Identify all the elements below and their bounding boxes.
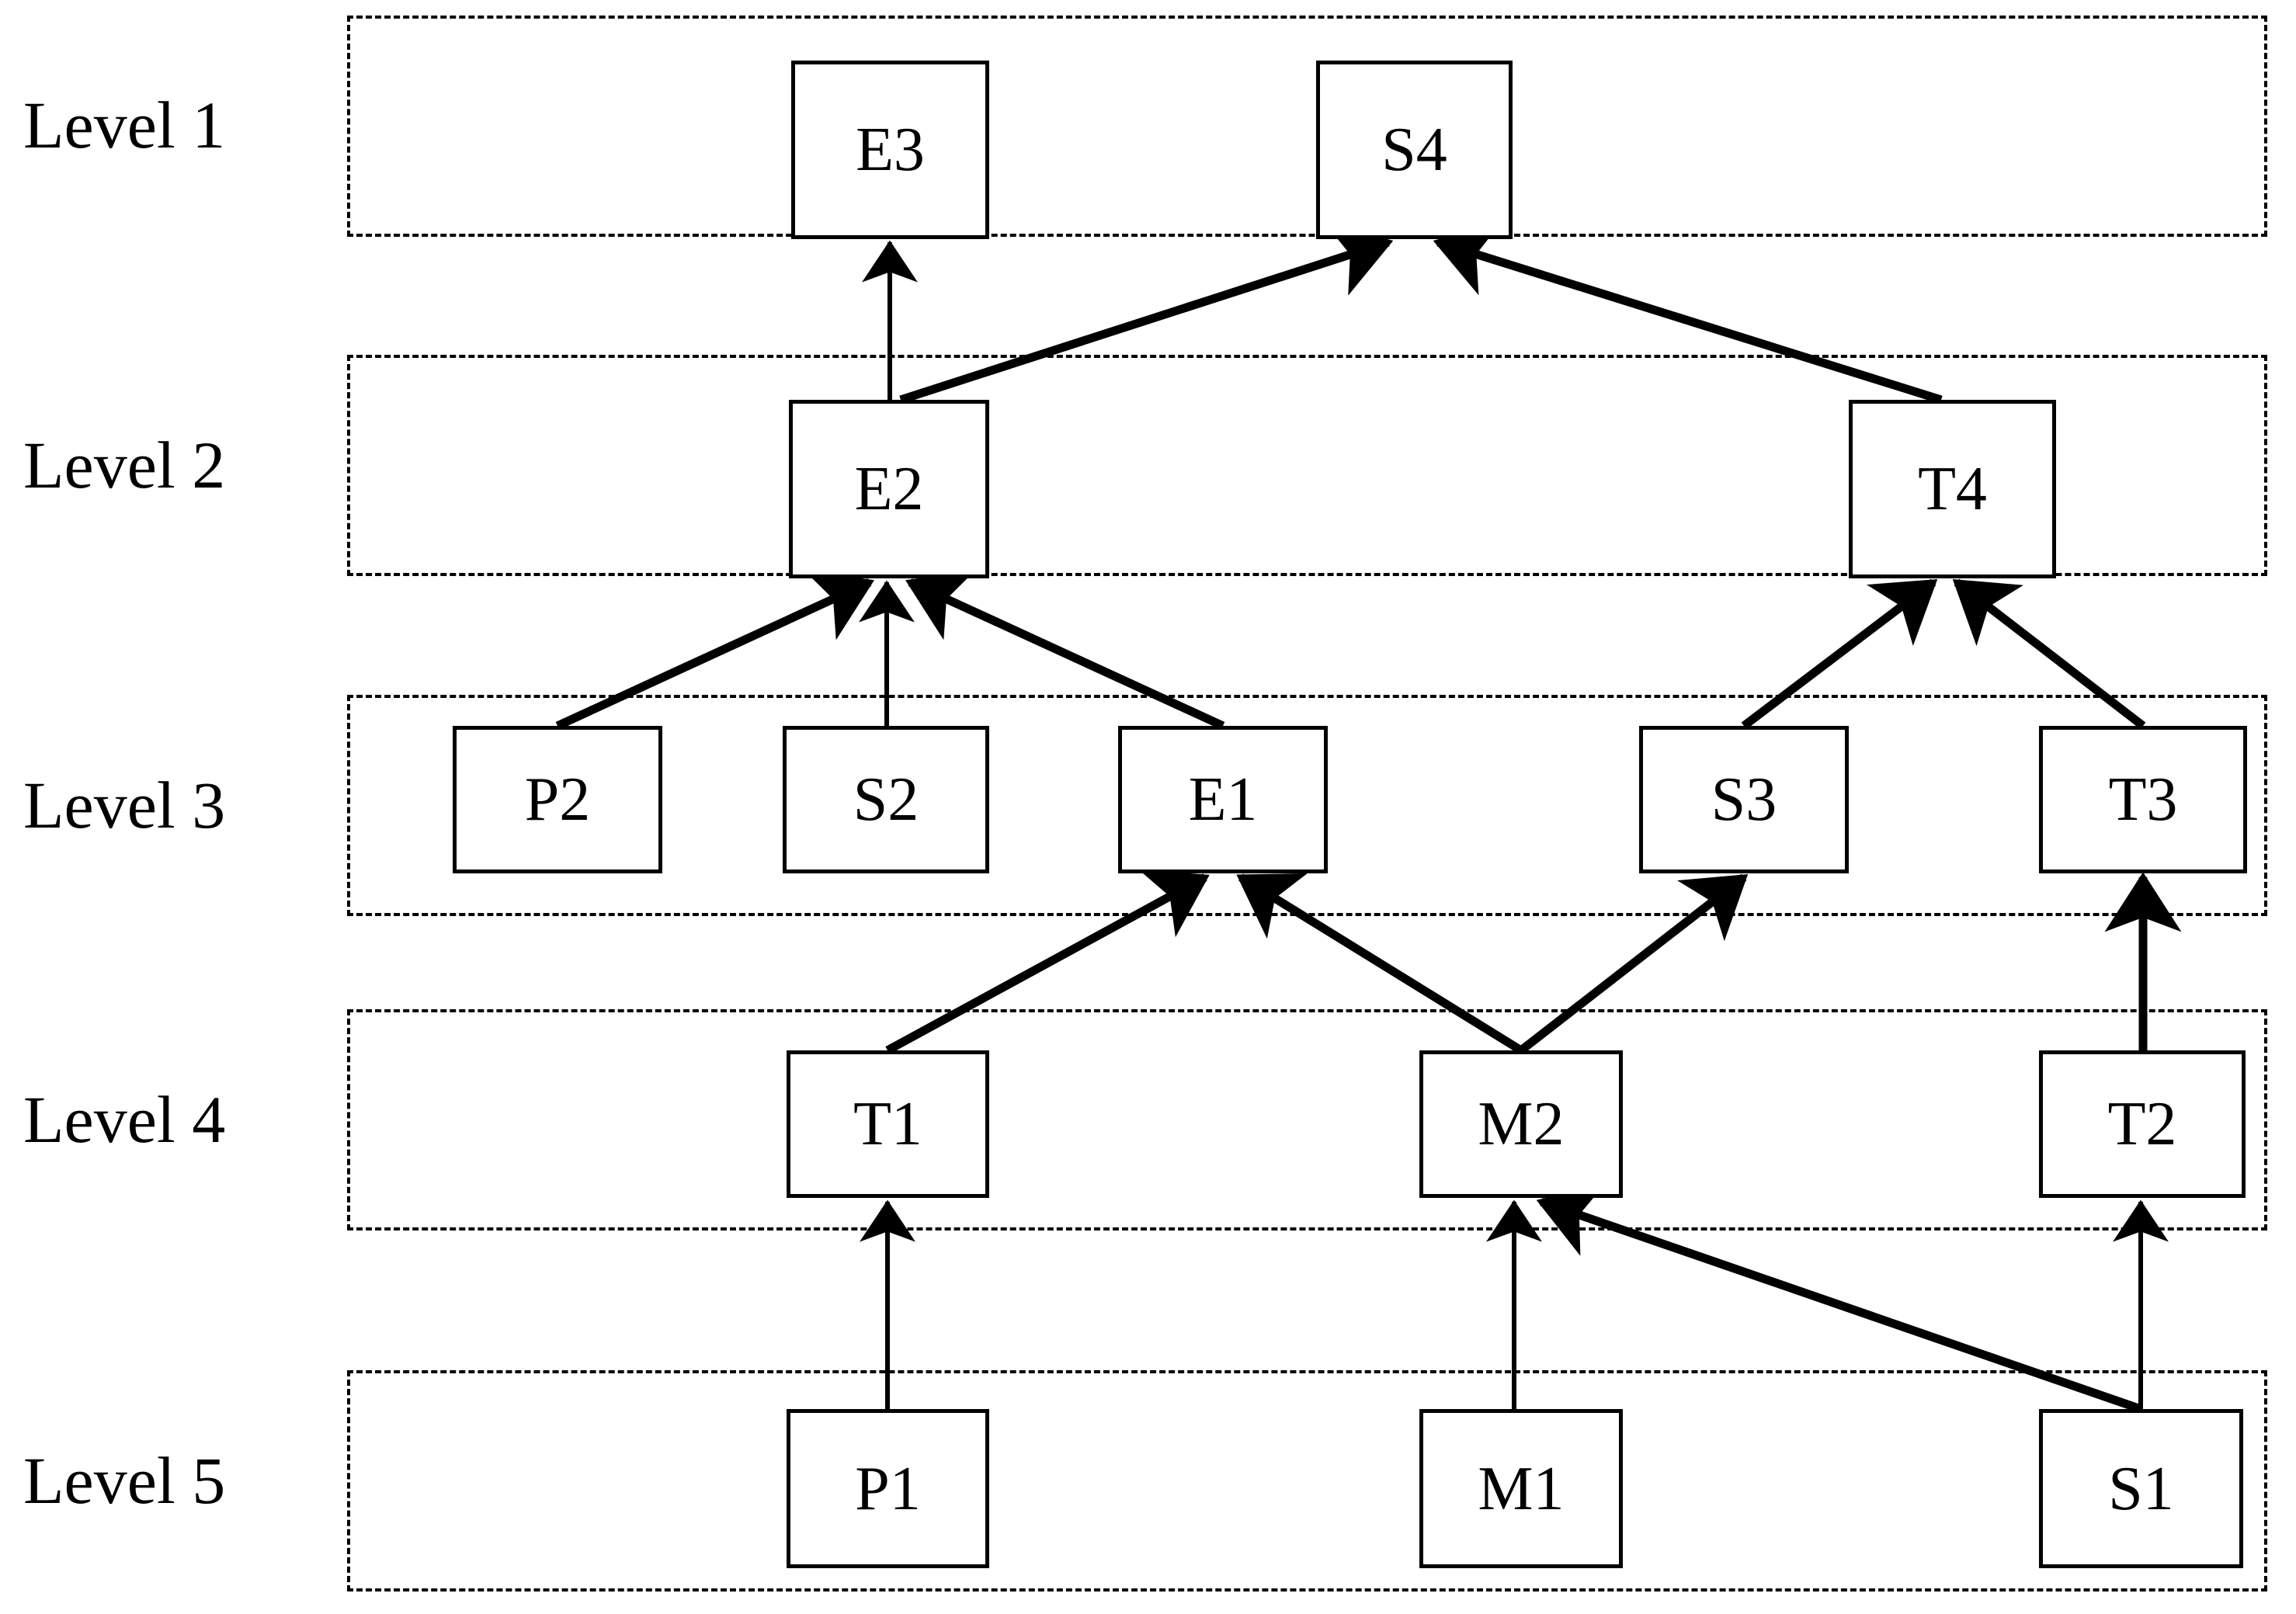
node-p2[interactable]: P2 bbox=[453, 726, 662, 873]
node-label: S1 bbox=[2108, 1454, 2174, 1523]
node-s4[interactable]: S4 bbox=[1316, 61, 1513, 239]
node-s2[interactable]: S2 bbox=[783, 726, 989, 873]
node-t3[interactable]: T3 bbox=[2039, 726, 2247, 873]
node-m2[interactable]: M2 bbox=[1419, 1050, 1623, 1198]
node-e2[interactable]: E2 bbox=[789, 400, 989, 578]
node-label: T3 bbox=[2108, 765, 2178, 834]
node-e1[interactable]: E1 bbox=[1118, 726, 1328, 873]
level-label-4: Level 4 bbox=[23, 1082, 226, 1157]
node-label: M1 bbox=[1478, 1454, 1565, 1523]
node-label: S2 bbox=[853, 765, 919, 834]
node-t4[interactable]: T4 bbox=[1849, 400, 2056, 578]
level-label-2: Level 2 bbox=[23, 428, 226, 502]
node-t2[interactable]: T2 bbox=[2039, 1050, 2246, 1198]
node-label: E1 bbox=[1188, 765, 1258, 834]
node-label: M2 bbox=[1478, 1090, 1565, 1158]
node-label: T1 bbox=[853, 1090, 922, 1158]
node-s1[interactable]: S1 bbox=[2039, 1409, 2243, 1568]
node-s3[interactable]: S3 bbox=[1639, 726, 1849, 873]
level-label-5: Level 5 bbox=[23, 1443, 226, 1518]
node-m1[interactable]: M1 bbox=[1419, 1409, 1623, 1568]
node-label: E2 bbox=[854, 455, 924, 523]
node-label: S3 bbox=[1711, 765, 1777, 834]
level-label-3: Level 3 bbox=[23, 768, 226, 842]
node-label: T4 bbox=[1918, 455, 1987, 523]
level-band-4 bbox=[347, 1009, 2267, 1230]
level-band-5 bbox=[347, 1370, 2267, 1591]
node-label: E3 bbox=[856, 116, 925, 184]
node-label: P1 bbox=[855, 1454, 921, 1523]
node-p1[interactable]: P1 bbox=[787, 1409, 989, 1568]
node-e3[interactable]: E3 bbox=[791, 61, 989, 239]
node-label: T2 bbox=[2107, 1090, 2177, 1158]
level-label-1: Level 1 bbox=[23, 88, 226, 162]
node-t1[interactable]: T1 bbox=[787, 1050, 989, 1198]
node-label: P2 bbox=[524, 765, 591, 834]
node-label: S4 bbox=[1381, 116, 1447, 184]
level-band-1 bbox=[347, 16, 2267, 237]
